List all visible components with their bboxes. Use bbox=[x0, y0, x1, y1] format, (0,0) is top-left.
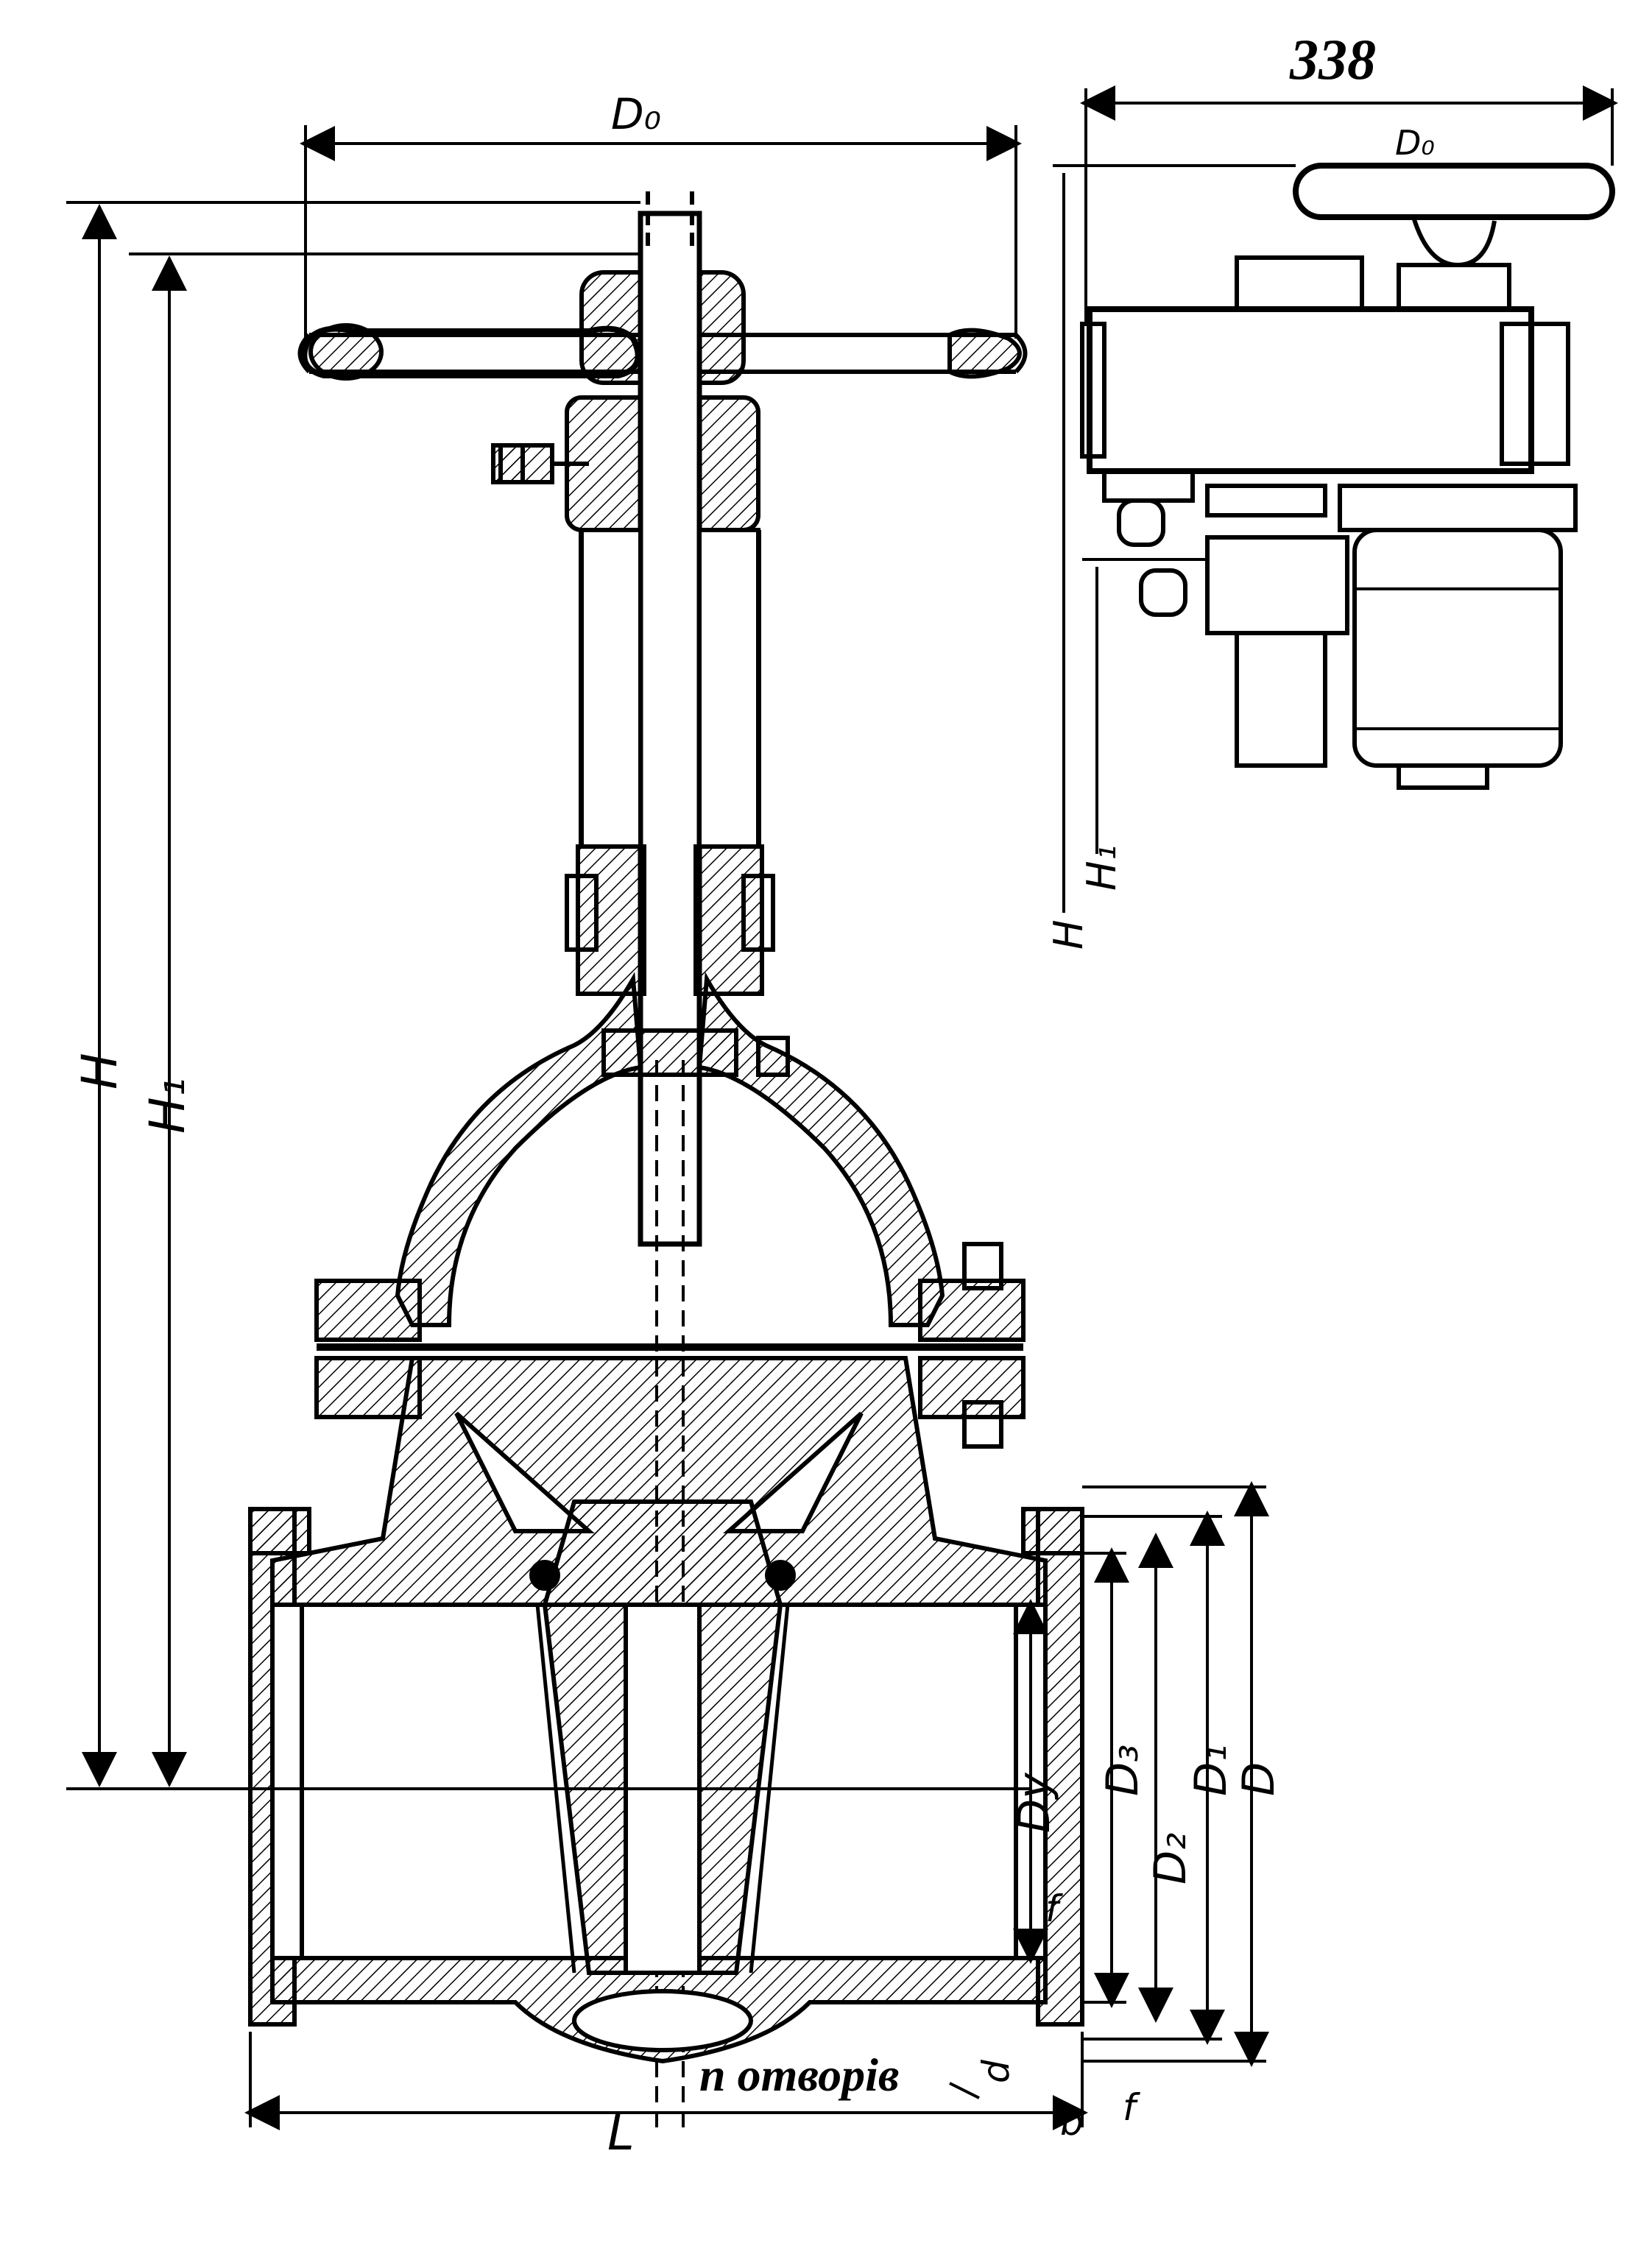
stem-nut bbox=[498, 270, 760, 532]
label-D: D bbox=[1233, 1762, 1285, 1796]
label-D0-inset: D₀ bbox=[1395, 123, 1435, 163]
label-D1: D₁ bbox=[1185, 1745, 1237, 1796]
bonnet bbox=[314, 972, 1026, 1449]
label-H-main: H bbox=[71, 1053, 128, 1089]
label-H1-main: H₁ bbox=[139, 1078, 196, 1134]
label-D2: D₂ bbox=[1145, 1833, 1196, 1884]
label-H1-inset: H₁ bbox=[1079, 845, 1125, 891]
label-b: b bbox=[1060, 2101, 1084, 2144]
main-dimensions bbox=[66, 125, 1269, 2130]
page-number: 338 bbox=[1290, 27, 1376, 91]
label-D0-main: D₀ bbox=[611, 89, 661, 139]
label-d: d bbox=[975, 2060, 1017, 2083]
label-H-inset: H bbox=[1045, 919, 1092, 950]
yoke bbox=[565, 528, 775, 996]
label-Dy: Dy bbox=[1009, 1772, 1060, 1833]
labels: D₀ D₀ H H₁ H H₁ Dy D₃ D₂ D₁ D f f d b L … bbox=[71, 89, 1435, 2161]
main-valve bbox=[248, 191, 1084, 2135]
gate-wedge bbox=[529, 1499, 796, 1975]
holes-note: n отворів bbox=[699, 2049, 900, 2101]
label-f-lower: f bbox=[1123, 2086, 1140, 2129]
actuator-inset bbox=[1080, 163, 1615, 790]
label-L: L bbox=[607, 2105, 635, 2161]
label-D3: D₃ bbox=[1097, 1745, 1148, 1796]
valve-body bbox=[248, 1356, 1084, 2064]
gland-bolt bbox=[491, 443, 525, 484]
actuator-dimensions bbox=[1053, 85, 1618, 913]
